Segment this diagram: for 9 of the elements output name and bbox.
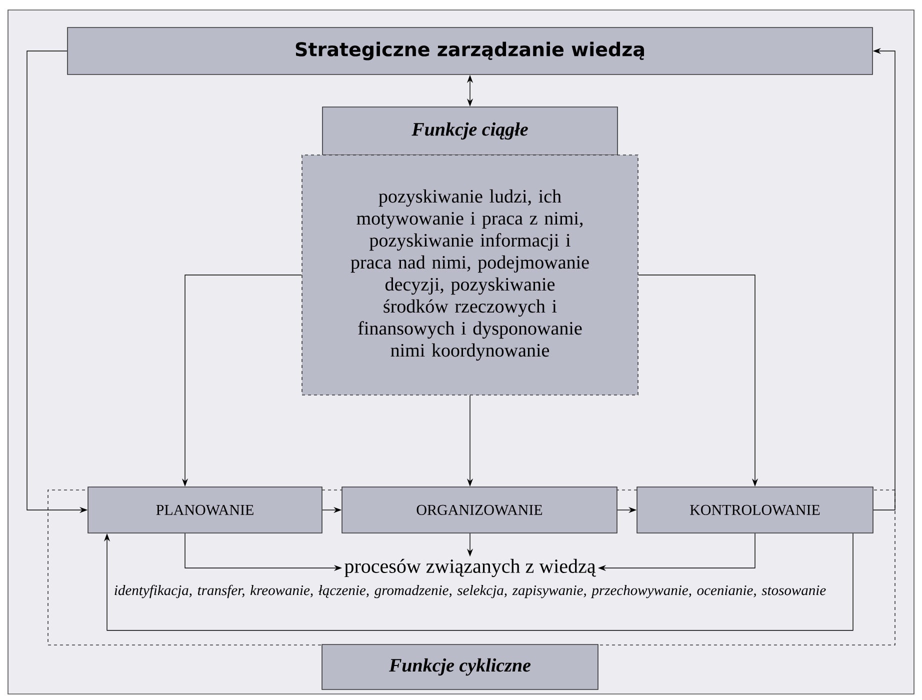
process-box: ORGANIZOWANIE xyxy=(342,486,618,534)
function-box: Funkcje ciągłe xyxy=(322,106,618,156)
process-box: PLANOWANIE xyxy=(88,486,322,534)
process-box: KONTROLOWANIE xyxy=(636,486,874,534)
arrow xyxy=(104,533,854,631)
title-box: Strategiczne zarządzanie wiedzą xyxy=(67,27,873,75)
function-box: Funkcje cykliczne xyxy=(322,644,598,690)
process-list-text: identyfikacja, transfer, kreowanie, łączenie, gromadzenie, selekcja, zapisywanie, przechowywanie, ocenianie, stosowanie xyxy=(114,584,826,598)
process-heading: procesów związanych z wiedzą xyxy=(344,558,596,578)
